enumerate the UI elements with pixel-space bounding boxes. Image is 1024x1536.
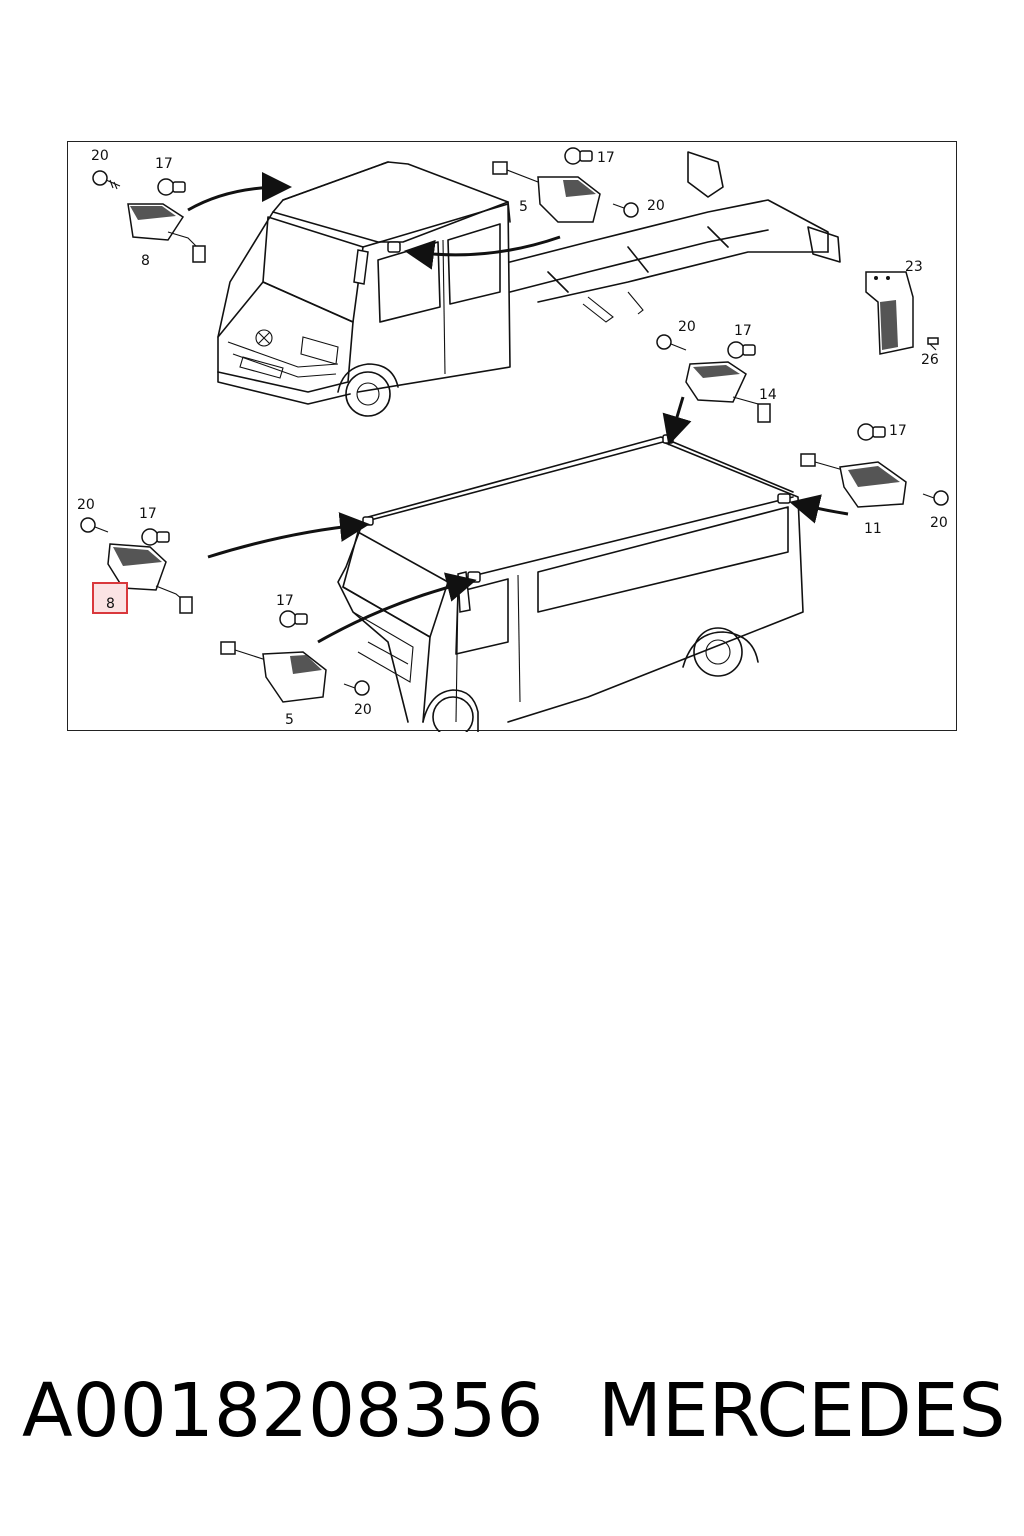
lamp-assembly-5-top xyxy=(492,147,639,223)
callout-20-bottom-left: 20 xyxy=(77,497,95,513)
callout-17-top-center: 17 xyxy=(597,150,615,166)
bracket-23 xyxy=(865,271,914,355)
callout-20-middle: 20 xyxy=(678,319,696,335)
assembly-arrows xyxy=(187,172,849,644)
parts-diagram: 20 17 8 17 5 20 23 26 20 17 14 17 11 20 … xyxy=(67,141,957,732)
callout-26: 26 xyxy=(921,352,939,368)
callout-5-top: 5 xyxy=(519,199,528,215)
lamp-assembly-11 xyxy=(800,423,949,508)
part-number: A0018208356 xyxy=(22,1368,544,1454)
callout-17-bottom-left: 17 xyxy=(139,506,157,522)
lamp-assembly-5-bottom xyxy=(220,610,370,703)
callout-20-middle-right: 20 xyxy=(930,515,948,531)
callout-17-middle-right: 17 xyxy=(889,423,907,439)
callout-5-bottom: 5 xyxy=(285,712,294,728)
highlight-box xyxy=(92,582,128,614)
callout-8-bottom-highlighted: 8 xyxy=(106,596,115,612)
lamp-assembly-14 xyxy=(656,334,771,423)
caption-bar: A0018208356 MERCEDES xyxy=(0,1368,1024,1478)
callout-17-middle: 17 xyxy=(734,323,752,339)
lamp-assembly-8-top xyxy=(92,170,206,263)
pin-26 xyxy=(927,337,939,351)
lamp-assembly-8-bottom xyxy=(80,517,193,614)
callout-20-bottom-center: 20 xyxy=(354,702,372,718)
brand-name: MERCEDES xyxy=(598,1368,1006,1454)
callout-20-top-center: 20 xyxy=(647,198,665,214)
callout-11: 11 xyxy=(864,521,882,537)
callout-23: 23 xyxy=(905,259,923,275)
long-van-illustration xyxy=(337,434,804,732)
callout-17-top-left: 17 xyxy=(155,156,173,172)
callout-17-bottom-center: 17 xyxy=(276,593,294,609)
callout-8-top: 8 xyxy=(141,253,150,269)
crew-cab-truck-illustration xyxy=(217,151,841,417)
callout-20-top-left: 20 xyxy=(91,148,109,164)
callout-14: 14 xyxy=(759,387,777,403)
